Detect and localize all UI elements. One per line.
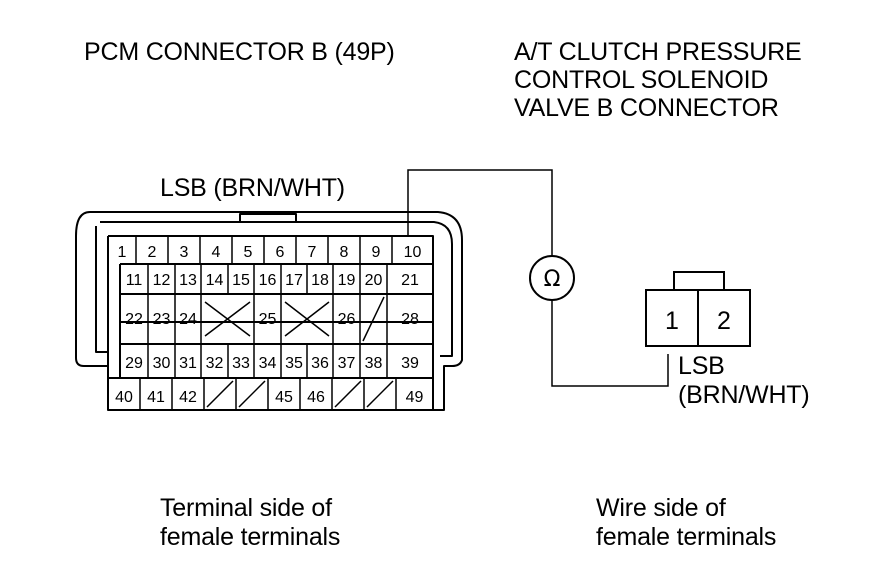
probe-wire-to-pcm	[407, 169, 553, 256]
pcm-terminal-42: 42	[179, 389, 197, 406]
pcm-terminal-11: 11	[126, 272, 143, 289]
solenoid-connector-title-line-2: CONTROL SOLENOID	[514, 66, 769, 94]
pcm-terminal-13: 13	[179, 272, 197, 289]
pcm-connector-title: PCM CONNECTOR B (49P)	[84, 38, 395, 66]
pcm-connector-housing	[75, 211, 463, 411]
solenoid-pin-2: 2	[717, 307, 731, 335]
solenoid-wire-label-line-2: (BRN/WHT)	[678, 381, 810, 409]
pcm-terminal-16: 16	[259, 272, 277, 289]
unused-terminal-cross	[284, 301, 330, 337]
pcm-terminal-1: 1	[118, 244, 127, 261]
probe-wire-to-solenoid	[551, 300, 669, 387]
ohmmeter-symbol	[529, 255, 575, 301]
pcm-terminal-9: 9	[372, 244, 381, 261]
pcm-side-caption-line-1: Terminal side of	[160, 494, 332, 522]
pcm-terminal-17: 17	[285, 272, 303, 289]
pcm-terminal-32: 32	[206, 355, 224, 372]
pcm-terminal-23: 23	[153, 311, 171, 328]
unused-terminal-slash	[362, 296, 385, 342]
unused-terminal-slash	[238, 380, 266, 408]
pcm-terminal-37: 37	[338, 355, 356, 372]
pcm-terminal-40: 40	[115, 389, 133, 406]
pcm-terminal-45: 45	[275, 389, 293, 406]
pcm-terminal-15: 15	[232, 272, 250, 289]
pcm-terminal-19: 19	[338, 272, 356, 289]
solenoid-connector-title-line-3: VALVE B CONNECTOR	[514, 94, 779, 122]
pcm-terminal-6: 6	[276, 244, 285, 261]
pcm-terminal-35: 35	[285, 355, 303, 372]
pcm-terminal-38: 38	[365, 355, 383, 372]
pcm-terminal-39: 39	[401, 355, 419, 372]
unused-terminal-slash	[206, 380, 234, 408]
pcm-terminal-34: 34	[259, 355, 277, 372]
solenoid-side-caption-line-2: female terminals	[596, 523, 777, 551]
pcm-terminal-28: 28	[401, 311, 419, 328]
solenoid-wire-label-line-1: LSB	[678, 352, 725, 380]
pcm-terminal-24: 24	[179, 311, 197, 328]
pcm-side-caption-line-2: female terminals	[160, 523, 341, 551]
pcm-terminal-22: 22	[125, 311, 143, 328]
pcm-terminal-46: 46	[307, 389, 325, 406]
pcm-terminal-18: 18	[311, 272, 329, 289]
pcm-terminal-10: 10	[404, 244, 422, 261]
unused-terminal-slash	[334, 380, 362, 408]
pcm-connector-lock-tab	[239, 213, 297, 222]
pcm-terminal-33: 33	[232, 355, 250, 372]
pcm-terminal-2: 2	[148, 244, 157, 261]
pcm-terminal-20: 20	[365, 272, 383, 289]
pcm-terminal-14: 14	[206, 272, 224, 289]
pcm-terminal-21: 21	[401, 272, 419, 289]
pcm-terminal-7: 7	[308, 244, 317, 261]
pcm-terminal-30: 30	[153, 355, 171, 372]
pcm-terminal-12: 12	[153, 272, 171, 289]
pcm-connector-inner-wall	[100, 221, 453, 357]
solenoid-connector-tab	[673, 271, 725, 290]
pcm-wire-label: LSB (BRN/WHT)	[160, 174, 345, 202]
unused-terminal-slash	[366, 380, 394, 408]
pcm-terminal-31: 31	[179, 355, 197, 372]
solenoid-pin-1: 1	[665, 307, 679, 335]
ohm-icon: Ω	[544, 267, 561, 292]
pcm-terminal-8: 8	[340, 244, 349, 261]
pcm-terminal-26: 26	[338, 311, 356, 328]
pcm-terminal-4: 4	[212, 244, 221, 261]
pcm-terminal-36: 36	[311, 355, 329, 372]
pcm-terminal-25: 25	[259, 311, 277, 328]
pcm-terminal-3: 3	[180, 244, 189, 261]
pcm-terminal-29: 29	[125, 355, 143, 372]
unused-terminal-cross	[204, 301, 251, 337]
pcm-terminal-41: 41	[147, 389, 165, 406]
solenoid-side-caption-line-1: Wire side of	[596, 494, 726, 522]
solenoid-connector-title-line-1: A/T CLUTCH PRESSURE	[514, 38, 802, 66]
pcm-terminal-49: 49	[406, 389, 424, 406]
pcm-terminal-5: 5	[244, 244, 253, 261]
